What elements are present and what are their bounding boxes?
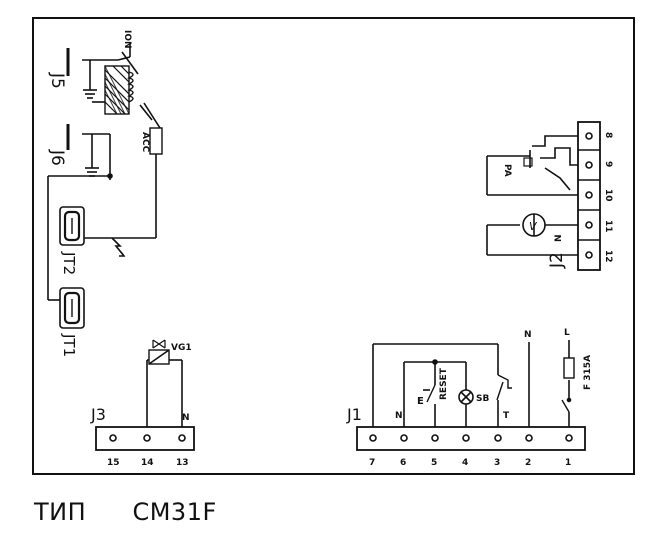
j3-terminal-13: 13 (176, 458, 189, 468)
j6-connector: J6 (47, 124, 113, 180)
j1-label: J1 (346, 405, 362, 424)
j6-label: J6 (47, 149, 67, 166)
pa-label: PA (502, 164, 512, 177)
ion-label: ION (122, 30, 132, 49)
jt2-label: JT2 (60, 251, 78, 275)
svg-text:V: V (529, 220, 538, 233)
j1-n6-label: N (395, 411, 403, 421)
j1-terminal-2: 2 (525, 458, 531, 468)
vg1-label: VG1 (171, 343, 192, 353)
ignition-transformer (92, 65, 134, 115)
j3-terminal-15: 15 (107, 458, 120, 468)
acc-electrode: ACC (139, 102, 163, 238)
j3-label: J3 (90, 405, 106, 424)
model-label: CM31F (132, 498, 217, 526)
j5-connector: J5 (47, 48, 118, 99)
j2-terminal-12: 12 (603, 250, 613, 263)
diagram-frame (32, 17, 635, 475)
j1-n2-label: N (524, 330, 532, 340)
j3-n-label: N (182, 413, 190, 423)
j2-terminal-8: 8 (603, 132, 613, 138)
reset-label: RESET (439, 367, 449, 400)
j1-terminal-1: 1 (565, 458, 571, 468)
pa-pressure-switch: PA (486, 135, 578, 196)
jt1-connector: JT1 (59, 287, 85, 357)
model-caption: ТИП CM31F (34, 498, 217, 526)
j2-label: J2 (547, 252, 567, 269)
j1-terminal-6: 6 (400, 458, 406, 468)
j1-terminal-block: J1 7 6 5 4 3 2 1 (346, 405, 586, 468)
j3-terminal-block: J3 15 14 13 N (90, 405, 195, 468)
j2-terminal-10: 10 (603, 189, 613, 202)
j3-terminal-14: 14 (141, 458, 154, 468)
fan-n-label: N (554, 234, 564, 242)
j1-terminal-4: 4 (462, 458, 468, 468)
j1-l-label: L (564, 328, 570, 338)
t-label: T (503, 411, 510, 421)
fan-motor: V N (486, 213, 578, 256)
j1-terminal-5: 5 (431, 458, 437, 468)
j1-wiring: T N E RESET SB N L F 315A (372, 328, 593, 427)
sb-label: SB (476, 394, 489, 404)
jt2-connector: JT2 (59, 206, 156, 275)
fuse-label: F 315A (583, 355, 593, 390)
j1-terminal-3: 3 (494, 458, 500, 468)
j2-terminal-block: 8 9 10 11 12 J2 (547, 121, 613, 271)
j2-terminal-9: 9 (603, 161, 613, 167)
vg1-gas-valve: VG1 (146, 339, 192, 427)
j2-terminal-11: 11 (603, 220, 613, 233)
e-label: E (417, 396, 424, 407)
ion-electrode: ION (117, 30, 139, 75)
j5-label: J5 (47, 72, 67, 89)
type-label: ТИП (34, 498, 87, 526)
jt1-label: JT1 (60, 333, 78, 357)
j1-terminal-7: 7 (369, 458, 375, 468)
acc-label: ACC (140, 132, 150, 153)
